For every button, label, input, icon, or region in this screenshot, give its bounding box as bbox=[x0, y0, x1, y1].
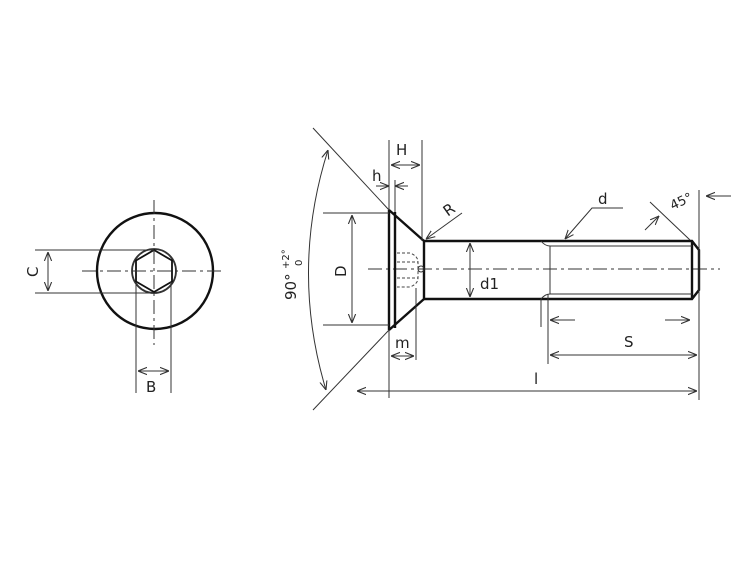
hidden-socket bbox=[397, 252, 419, 288]
label-B: B bbox=[146, 378, 156, 396]
label-head-angle: 90° +2° 0 bbox=[281, 249, 305, 300]
label-D: D bbox=[332, 265, 350, 277]
leader-d bbox=[565, 207, 623, 239]
label-C: C bbox=[24, 267, 42, 277]
end-view: C B bbox=[24, 200, 225, 396]
label-H: H bbox=[396, 141, 407, 159]
leader-R bbox=[426, 212, 463, 239]
label-h: h bbox=[372, 167, 382, 185]
shank bbox=[424, 239, 701, 301]
label-chamfer-angle: 45° bbox=[668, 190, 695, 213]
label-l: l bbox=[534, 370, 538, 388]
label-m: m bbox=[395, 334, 410, 352]
dim-head-angle bbox=[308, 150, 328, 390]
side-view: 90° +2° 0 D H h R d 45° d1 bbox=[281, 127, 731, 411]
countersunk-head bbox=[387, 209, 426, 331]
label-d: d bbox=[598, 190, 608, 208]
svg-text:90°: 90° bbox=[282, 273, 300, 300]
thread-lines bbox=[540, 240, 692, 300]
svg-text:+2°: +2° bbox=[281, 249, 292, 269]
svg-text:0: 0 bbox=[294, 260, 305, 266]
label-d1: d1 bbox=[480, 275, 499, 293]
label-S: S bbox=[624, 333, 634, 351]
hex-socket bbox=[135, 248, 173, 294]
